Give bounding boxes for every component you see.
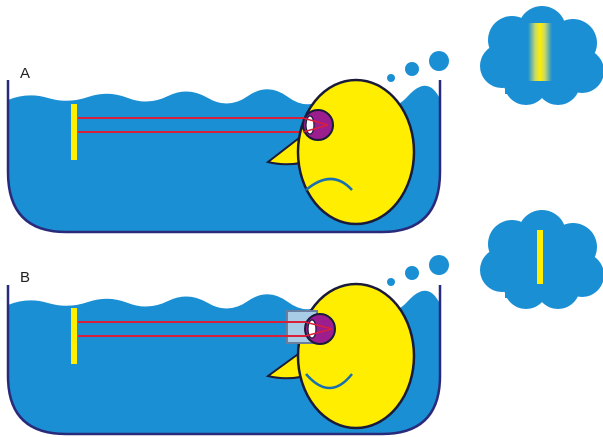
panel-b-label: B	[20, 269, 30, 286]
thought-dot	[429, 51, 449, 71]
duck-head	[298, 80, 414, 224]
thought-dot	[387, 278, 395, 286]
panel-b: B	[8, 210, 603, 434]
panel-a-label: A	[20, 65, 30, 82]
thought-dot	[429, 255, 449, 275]
target-bar	[71, 104, 77, 160]
target-bar	[71, 308, 77, 364]
blurred-bar-thought	[528, 23, 552, 81]
sharp-bar-thought	[537, 230, 543, 284]
panel-a: A	[8, 6, 603, 232]
thought-dot	[405, 62, 419, 76]
thought-dot	[405, 266, 419, 280]
duck-head	[298, 284, 414, 428]
thought-dot	[387, 74, 395, 82]
